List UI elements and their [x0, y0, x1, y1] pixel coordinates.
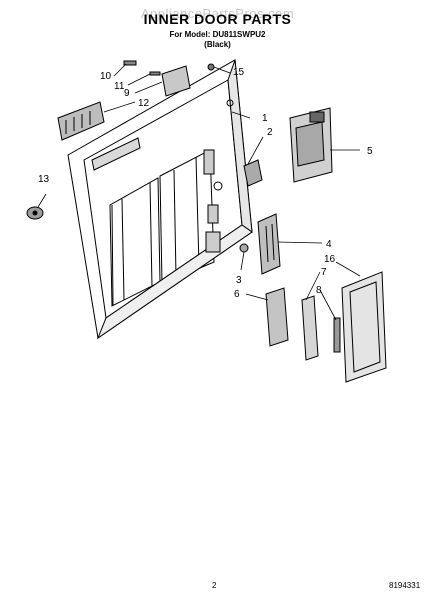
- part-10-clip: [123, 60, 161, 76]
- callout-8: 8: [316, 285, 322, 296]
- callout-13: 13: [38, 174, 50, 185]
- part-3-screw: [239, 243, 249, 253]
- leader-lines: [37, 63, 361, 321]
- part-12-handle: [57, 101, 105, 141]
- callout-6: 6: [234, 289, 240, 300]
- callout-3: 3: [236, 275, 242, 286]
- callout-12: 12: [138, 98, 150, 109]
- watermark: AppliancePartsPros.com: [140, 6, 295, 21]
- part-5-dispenser: [289, 107, 333, 183]
- callout-4: 4: [326, 239, 332, 250]
- part-13-knob: [26, 206, 44, 220]
- callout-16: 16: [324, 254, 336, 265]
- part-15-screw: [207, 63, 215, 71]
- diagram-title: INNER DOOR PARTS: [143, 11, 292, 27]
- callout-2: 2: [267, 127, 273, 138]
- callout-labels: 1 2 3 4 5 6 7 8 9 10 11 12 13 15 16: [38, 67, 373, 300]
- callout-15: 15: [233, 67, 245, 78]
- callout-10: 10: [100, 71, 112, 82]
- part-4-latch-assembly: [257, 213, 281, 275]
- part-16-panel: [341, 271, 387, 383]
- page-number: 2: [212, 581, 217, 590]
- document-number: 8194331: [389, 581, 421, 590]
- part-6-bracket: [265, 287, 289, 347]
- part-2-latch: [243, 159, 263, 187]
- callout-7: 7: [321, 267, 327, 278]
- callout-5: 5: [367, 146, 373, 157]
- part-9-cover: [161, 65, 191, 97]
- color-line: (Black): [204, 40, 231, 49]
- callout-11: 11: [114, 81, 125, 92]
- inner-door-panel: [67, 59, 253, 340]
- callout-9: 9: [124, 88, 130, 99]
- callout-1: 1: [262, 113, 268, 124]
- model-line: For Model: DU811SWPU2: [169, 30, 266, 39]
- part-7-strip: [301, 295, 341, 361]
